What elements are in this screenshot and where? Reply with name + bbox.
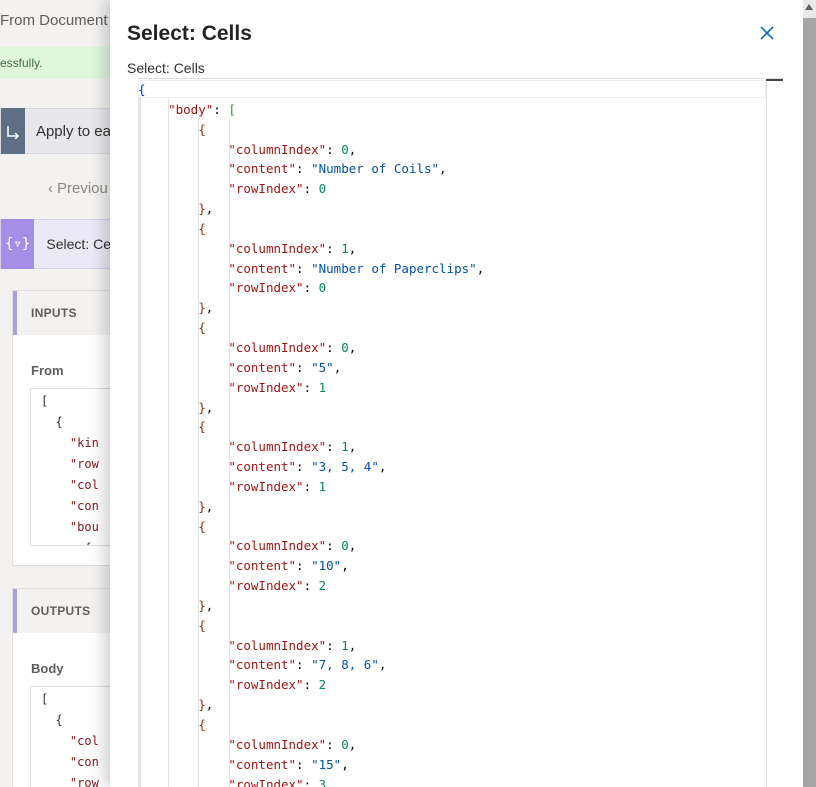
outputs-panel: OUTPUTS Body [ { "col "con "row <box>12 588 114 787</box>
code-line: "rowIndex": 1 <box>228 478 327 494</box>
close-button[interactable] <box>756 22 778 44</box>
code-line: "columnIndex": 1, <box>228 439 357 455</box>
code-line: }, <box>198 597 214 613</box>
code-line: "columnIndex": 1, <box>228 240 357 256</box>
inputs-panel: INPUTS From [ { "kin "row "col "con "bou… <box>12 290 114 566</box>
code-line: "columnIndex": 0, <box>228 339 357 355</box>
indent-guide-line <box>228 119 230 787</box>
indent-guide-line <box>198 119 200 787</box>
scroll-up-arrow-icon[interactable] <box>805 4 813 10</box>
code-line: "rowIndex": 3 <box>228 776 327 787</box>
code-line: "rowIndex": 2 <box>228 578 327 594</box>
select-cells-panel: Select: Cells Select: Cells { "body": [ … <box>110 0 803 787</box>
json-editor[interactable]: { "body": [ { "columnIndex": 0, "content… <box>138 78 783 787</box>
code-line: { <box>198 419 206 435</box>
data-operation-icon: {▿} <box>1 219 35 269</box>
code-line: "rowIndex": 0 <box>228 280 327 296</box>
previous-button[interactable]: ‹Previou <box>48 180 108 197</box>
select-action-label: Select: Ce <box>46 236 111 252</box>
code-line: }, <box>198 399 214 415</box>
code-line: "content": "15", <box>228 756 349 772</box>
code-line: }, <box>198 697 214 713</box>
code-line: "content": "Number of Paperclips", <box>228 260 485 276</box>
code-line: }, <box>198 201 214 217</box>
body-label: Body <box>31 661 64 676</box>
success-banner: essfully. <box>0 47 112 79</box>
panel-title: Select: Cells <box>127 22 252 45</box>
code-line: "content": "Number of Coils", <box>228 161 447 177</box>
code-line: { <box>198 617 206 633</box>
code-line: { <box>198 717 206 732</box>
code-line: "content": "5", <box>228 359 342 375</box>
code-line: { <box>198 220 206 236</box>
code-line: "columnIndex": 0, <box>228 736 357 752</box>
loop-icon <box>1 108 25 154</box>
editor-gutter <box>138 97 141 787</box>
inputs-code[interactable]: [ { "kin "row "col "con "bou { <box>30 388 114 546</box>
json-code[interactable]: { "body": [ { "columnIndex": 0, "content… <box>138 80 484 787</box>
window-scrollbar[interactable] <box>803 0 816 787</box>
code-line: "columnIndex": 1, <box>228 637 357 653</box>
from-label: From <box>31 363 64 378</box>
code-line: "rowIndex": 1 <box>228 379 327 395</box>
editor-scroll-thumb[interactable] <box>766 79 783 81</box>
apply-to-each-card[interactable]: Apply to ea <box>0 108 112 154</box>
code-line: { <box>138 82 146 97</box>
code-line: "rowIndex": 2 <box>228 677 327 693</box>
code-line: "content": "10", <box>228 558 349 574</box>
close-icon <box>760 26 774 40</box>
inputs-header: INPUTS <box>13 291 111 335</box>
select-action-card[interactable]: {▿} Select: Ce <box>0 219 112 269</box>
outputs-code[interactable]: [ { "col "con "row <box>30 686 114 787</box>
code-line: "content": "7, 8, 6", <box>228 657 387 673</box>
flow-step-title[interactable]: From Document <box>0 12 108 29</box>
code-line: "body": [ <box>168 101 236 117</box>
code-line: "columnIndex": 0, <box>228 141 357 157</box>
current-line-highlight <box>138 80 766 98</box>
code-line: { <box>198 121 206 137</box>
editor-scrollbar[interactable] <box>766 79 783 787</box>
code-line: "content": "3, 5, 4", <box>228 459 387 475</box>
chevron-left-icon: ‹ <box>48 180 53 197</box>
apply-to-each-label: Apply to ea <box>35 122 111 140</box>
previous-label: Previou <box>57 180 108 197</box>
code-line: }, <box>198 498 214 514</box>
code-line: }, <box>198 300 214 316</box>
indent-guide-line <box>168 99 170 787</box>
code-line: "rowIndex": 0 <box>228 181 327 197</box>
code-line: { <box>198 518 206 534</box>
code-line: { <box>198 320 206 336</box>
outputs-header: OUTPUTS <box>13 589 111 633</box>
code-line: "columnIndex": 0, <box>228 538 357 554</box>
panel-sublabel: Select: Cells <box>127 60 205 76</box>
